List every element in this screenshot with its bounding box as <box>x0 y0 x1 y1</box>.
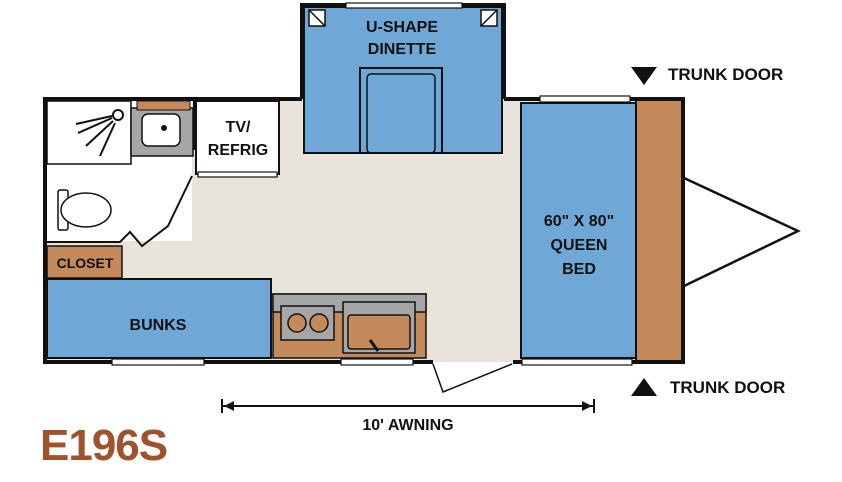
awning-dimension-line <box>221 399 595 413</box>
tv-refrig-label-2: REFRIG <box>208 142 268 159</box>
bathroom-wall <box>47 175 193 248</box>
bed-label-1: 60" X 80" <box>544 213 614 230</box>
bunk-window <box>111 358 205 366</box>
dinette-light-right <box>480 9 498 27</box>
awning-label: 10' AWNING <box>362 417 453 434</box>
queen-bed <box>520 102 637 359</box>
dinette-label-1: U-SHAPE <box>366 19 438 36</box>
kitchen-faucet <box>368 339 380 352</box>
bed-label-2: QUEEN <box>551 237 608 254</box>
dinette-table <box>359 67 443 154</box>
stovetop-icon <box>280 305 335 341</box>
toilet-icon <box>57 189 112 231</box>
trunk-door-top-label: TRUNK DOOR <box>668 65 783 84</box>
front-wall-panel <box>635 98 684 363</box>
dinette-label-2: DINETTE <box>368 41 437 58</box>
dinette-table-inner <box>366 73 436 154</box>
model-title: E196S <box>40 421 168 470</box>
dinette-light-left <box>308 9 326 27</box>
trunk-door-bottom-arrow <box>631 378 657 396</box>
kitchen-window <box>340 358 414 366</box>
kitchen-sink-basin <box>347 314 411 350</box>
trunk-door-bottom-label: TRUNK DOOR <box>670 378 785 397</box>
bunks-label: BUNKS <box>130 317 187 334</box>
trunk-door-top-arrow <box>631 67 657 85</box>
slideout-window <box>345 2 463 9</box>
bunks <box>46 278 272 359</box>
tv-refrig-label-1: TV/ <box>226 119 251 136</box>
entry-door <box>432 363 513 393</box>
bed-window <box>521 358 633 366</box>
refrig-door <box>197 171 278 178</box>
closet-label: CLOSET <box>57 255 114 271</box>
vanity-shelf <box>136 100 191 111</box>
sink-faucet <box>161 125 167 131</box>
tv-refrig <box>195 100 280 175</box>
front-window <box>539 95 631 103</box>
bathroom-sink <box>141 113 181 147</box>
shower-head-icon <box>75 109 124 157</box>
bed-label-3: BED <box>562 261 596 278</box>
trailer-hitch <box>683 176 801 288</box>
